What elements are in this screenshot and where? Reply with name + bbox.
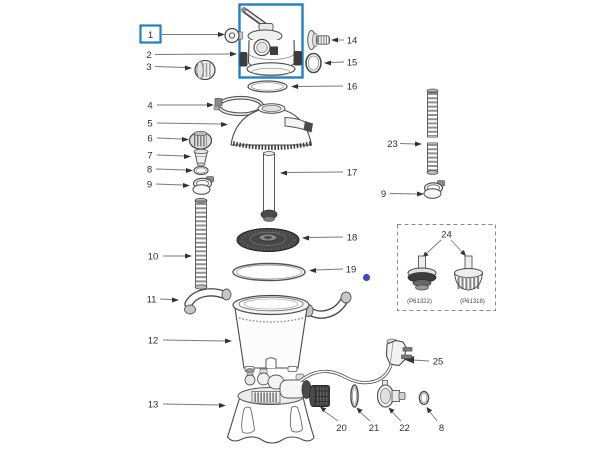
pressure-gauge-drawing: [224, 27, 243, 44]
callout-label-23[interactable]: 23: [387, 139, 398, 150]
strainer-option-left-drawing: [407, 255, 437, 291]
filter-tank-drawing: [232, 294, 310, 372]
callout-label-3[interactable]: 3: [146, 62, 151, 73]
multiport-valve-drawing: [239, 7, 302, 77]
callout-label-8-right[interactable]: 8: [439, 423, 444, 434]
callout-label-14[interactable]: 14: [347, 36, 358, 47]
curved-hose-right-drawing: [303, 291, 352, 319]
callout-label-2[interactable]: 2: [146, 50, 151, 61]
callout-label-25[interactable]: 25: [433, 357, 444, 368]
hose-clamp-left-drawing: [192, 176, 214, 195]
lock-nut-drawing: [194, 59, 216, 81]
callout-label-5[interactable]: 5: [147, 119, 152, 130]
part-code-right: (P61318): [460, 299, 485, 305]
callout-label-17[interactable]: 17: [347, 168, 358, 179]
callout-label-19[interactable]: 19: [346, 265, 357, 276]
callout-label-22[interactable]: 22: [399, 423, 410, 434]
tank-oring-drawing: [232, 262, 306, 282]
callout-label-7[interactable]: 7: [147, 151, 152, 162]
leader-lines: [154, 32, 466, 422]
callout-label-18[interactable]: 18: [347, 233, 358, 244]
small-oring-right-drawing: [418, 390, 430, 406]
power-plug-drawing: [299, 338, 413, 385]
callout-label-10[interactable]: 10: [148, 252, 159, 263]
callout-label-11[interactable]: 11: [147, 295, 157, 306]
ribbed-cap-drawing: [188, 130, 213, 150]
callout-label-21[interactable]: 21: [369, 423, 380, 434]
part-code-left: (P61322): [407, 299, 432, 305]
callout-label-6[interactable]: 6: [147, 134, 152, 145]
strainer-option-right-drawing: [454, 255, 483, 291]
curved-hose-left-drawing: [184, 288, 232, 315]
callout-label-4[interactable]: 4: [147, 101, 152, 112]
callout-1-text: 1: [148, 30, 153, 41]
drain-fitting-drawing: [193, 148, 209, 167]
pump-base-drawing: [226, 368, 315, 444]
callout-label-24[interactable]: 24: [441, 230, 452, 241]
filter-screen-drawing: [236, 228, 300, 252]
callout-label-12[interactable]: 12: [148, 336, 159, 347]
drain-valve-drawing: [376, 380, 406, 408]
replacement-options-box: [397, 224, 496, 311]
tank-lid-drawing: [230, 103, 313, 150]
blue-marker-dot: [362, 273, 371, 282]
callout-label-9[interactable]: 9: [147, 180, 152, 191]
round-oring-drawing: [305, 52, 322, 74]
corrugated-hose-left-drawing: [194, 197, 208, 290]
callout-label-8[interactable]: 8: [147, 165, 152, 176]
strainer-sleeve-drawing: [309, 385, 330, 407]
selection-highlight-box: [238, 3, 304, 79]
oring-tall-drawing: [350, 384, 359, 408]
standpipe-drawing: [260, 151, 278, 222]
callout-label-9-right[interactable]: 9: [381, 189, 386, 200]
callout-label-13[interactable]: 13: [148, 400, 159, 411]
corrugated-hose-right-drawing: [426, 88, 439, 175]
small-oring-left-drawing: [193, 165, 209, 176]
callout-label-15[interactable]: 15: [347, 58, 358, 69]
callout-label-1-selected[interactable]: 1: [139, 24, 162, 44]
inlet-fitting-drawing: [307, 30, 330, 50]
valve-oring-drawing: [247, 80, 288, 93]
hose-clamp-right-drawing: [423, 180, 445, 199]
callout-label-20[interactable]: 20: [336, 423, 347, 434]
callout-label-16[interactable]: 16: [347, 82, 358, 93]
